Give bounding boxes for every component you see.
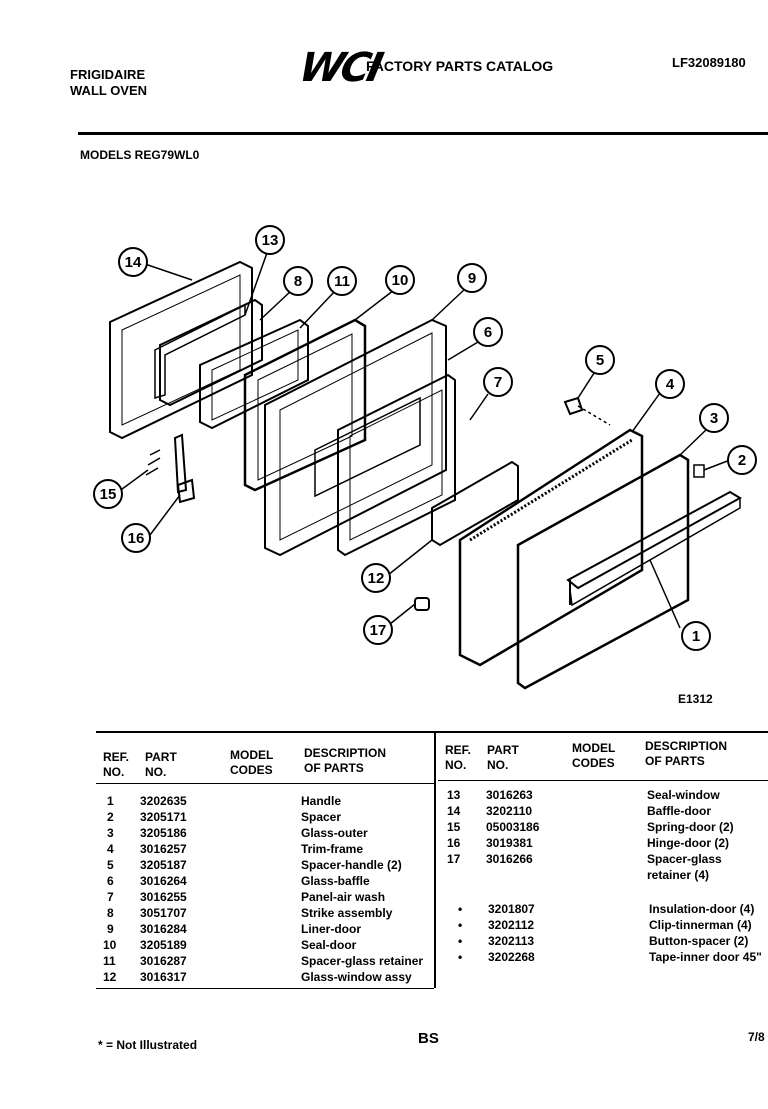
callout-16-label: 16 <box>128 530 145 547</box>
table-header-rule-right <box>438 780 768 781</box>
product-type: WALL OVEN <box>70 83 148 98</box>
header-ref: REF.NO. <box>103 750 130 779</box>
callout-15: 15 <box>92 478 124 515</box>
callout-8: 8 <box>282 265 314 302</box>
callout-7-label: 7 <box>494 374 502 391</box>
baffle-door-part <box>109 260 253 440</box>
header-ref-right: REF.NO. <box>445 743 472 772</box>
page-code: BS <box>418 1030 439 1047</box>
callout-6: 6 <box>472 316 504 353</box>
catalog-title: FACTORY PARTS CATALOG <box>366 58 554 74</box>
callout-11-label: 11 <box>334 273 350 290</box>
callout-7: 7 <box>482 366 514 403</box>
callout-1-label: 1 <box>692 628 700 645</box>
callout-9-label: 9 <box>468 270 476 287</box>
catalog-number: LF32089180 <box>672 55 746 70</box>
callout-14: 14 <box>117 246 149 283</box>
callout-13-label: 13 <box>262 232 279 249</box>
brand-block: FRIGIDAIRE WALL OVEN <box>70 67 147 99</box>
catalog-date: 7/8 <box>748 1030 765 1044</box>
callout-8-label: 8 <box>294 273 302 290</box>
callout-6-label: 6 <box>484 324 492 341</box>
callout-11: 11 <box>326 265 358 302</box>
callout-17-label: 17 <box>370 622 387 639</box>
callout-4: 4 <box>654 368 686 405</box>
callout-17: 17 <box>362 614 394 651</box>
callout-2-label: 2 <box>738 452 746 469</box>
exploded-door-diagram <box>109 249 742 690</box>
table-bottom-rule <box>96 988 434 989</box>
models-label: MODELS REG79WL0 <box>80 148 200 162</box>
callout-1: 1 <box>680 620 712 657</box>
header-rule <box>78 132 768 135</box>
callout-2: 2 <box>726 444 758 481</box>
callout-10: 10 <box>384 264 416 301</box>
callout-5: 5 <box>584 344 616 381</box>
callout-12: 12 <box>360 562 392 599</box>
callout-3: 3 <box>698 402 730 439</box>
callout-10-label: 10 <box>392 272 409 289</box>
callout-5-label: 5 <box>596 352 604 369</box>
table-top-rule <box>96 731 768 733</box>
not-illustrated-note: * = Not Illustrated <box>98 1038 198 1052</box>
table-header-rule-left <box>96 783 434 784</box>
table-divider <box>434 732 436 988</box>
brand-name: FRIGIDAIRE <box>70 67 146 82</box>
callout-12-label: 12 <box>368 570 385 587</box>
callout-9: 9 <box>456 262 488 299</box>
figure-id: E1312 <box>678 692 713 706</box>
callout-4-label: 4 <box>666 376 675 393</box>
callout-14-label: 14 <box>125 254 142 271</box>
callout-15-label: 15 <box>100 486 117 503</box>
callout-13: 13 <box>254 224 286 261</box>
callout-16: 16 <box>120 522 152 559</box>
callout-3-label: 3 <box>710 410 718 427</box>
